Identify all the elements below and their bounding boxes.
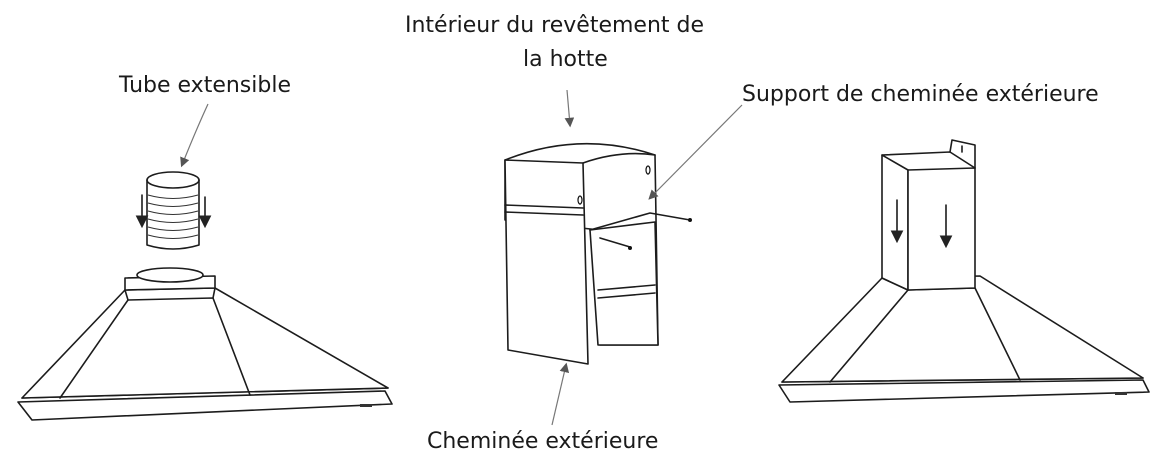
chimney-assembly — [504, 142, 692, 365]
label-interior-line1: Intérieur du revêtement de — [405, 13, 705, 38]
hood-right — [778, 139, 1150, 403]
label-interior-line2: la hotte — [523, 47, 608, 72]
extensible-tube — [135, 171, 212, 250]
label-cheminee-exterieure: Cheminée extérieure — [427, 429, 659, 454]
label-tube-extensible: Tube extensible — [119, 73, 291, 98]
support-pointer — [648, 104, 743, 200]
label-support-cheminee: Support de cheminée extérieure — [742, 82, 1099, 107]
interior-pointer — [564, 89, 575, 128]
chimney-pointer — [551, 362, 570, 426]
hood-left — [17, 267, 393, 421]
tube-pointer — [180, 103, 209, 168]
